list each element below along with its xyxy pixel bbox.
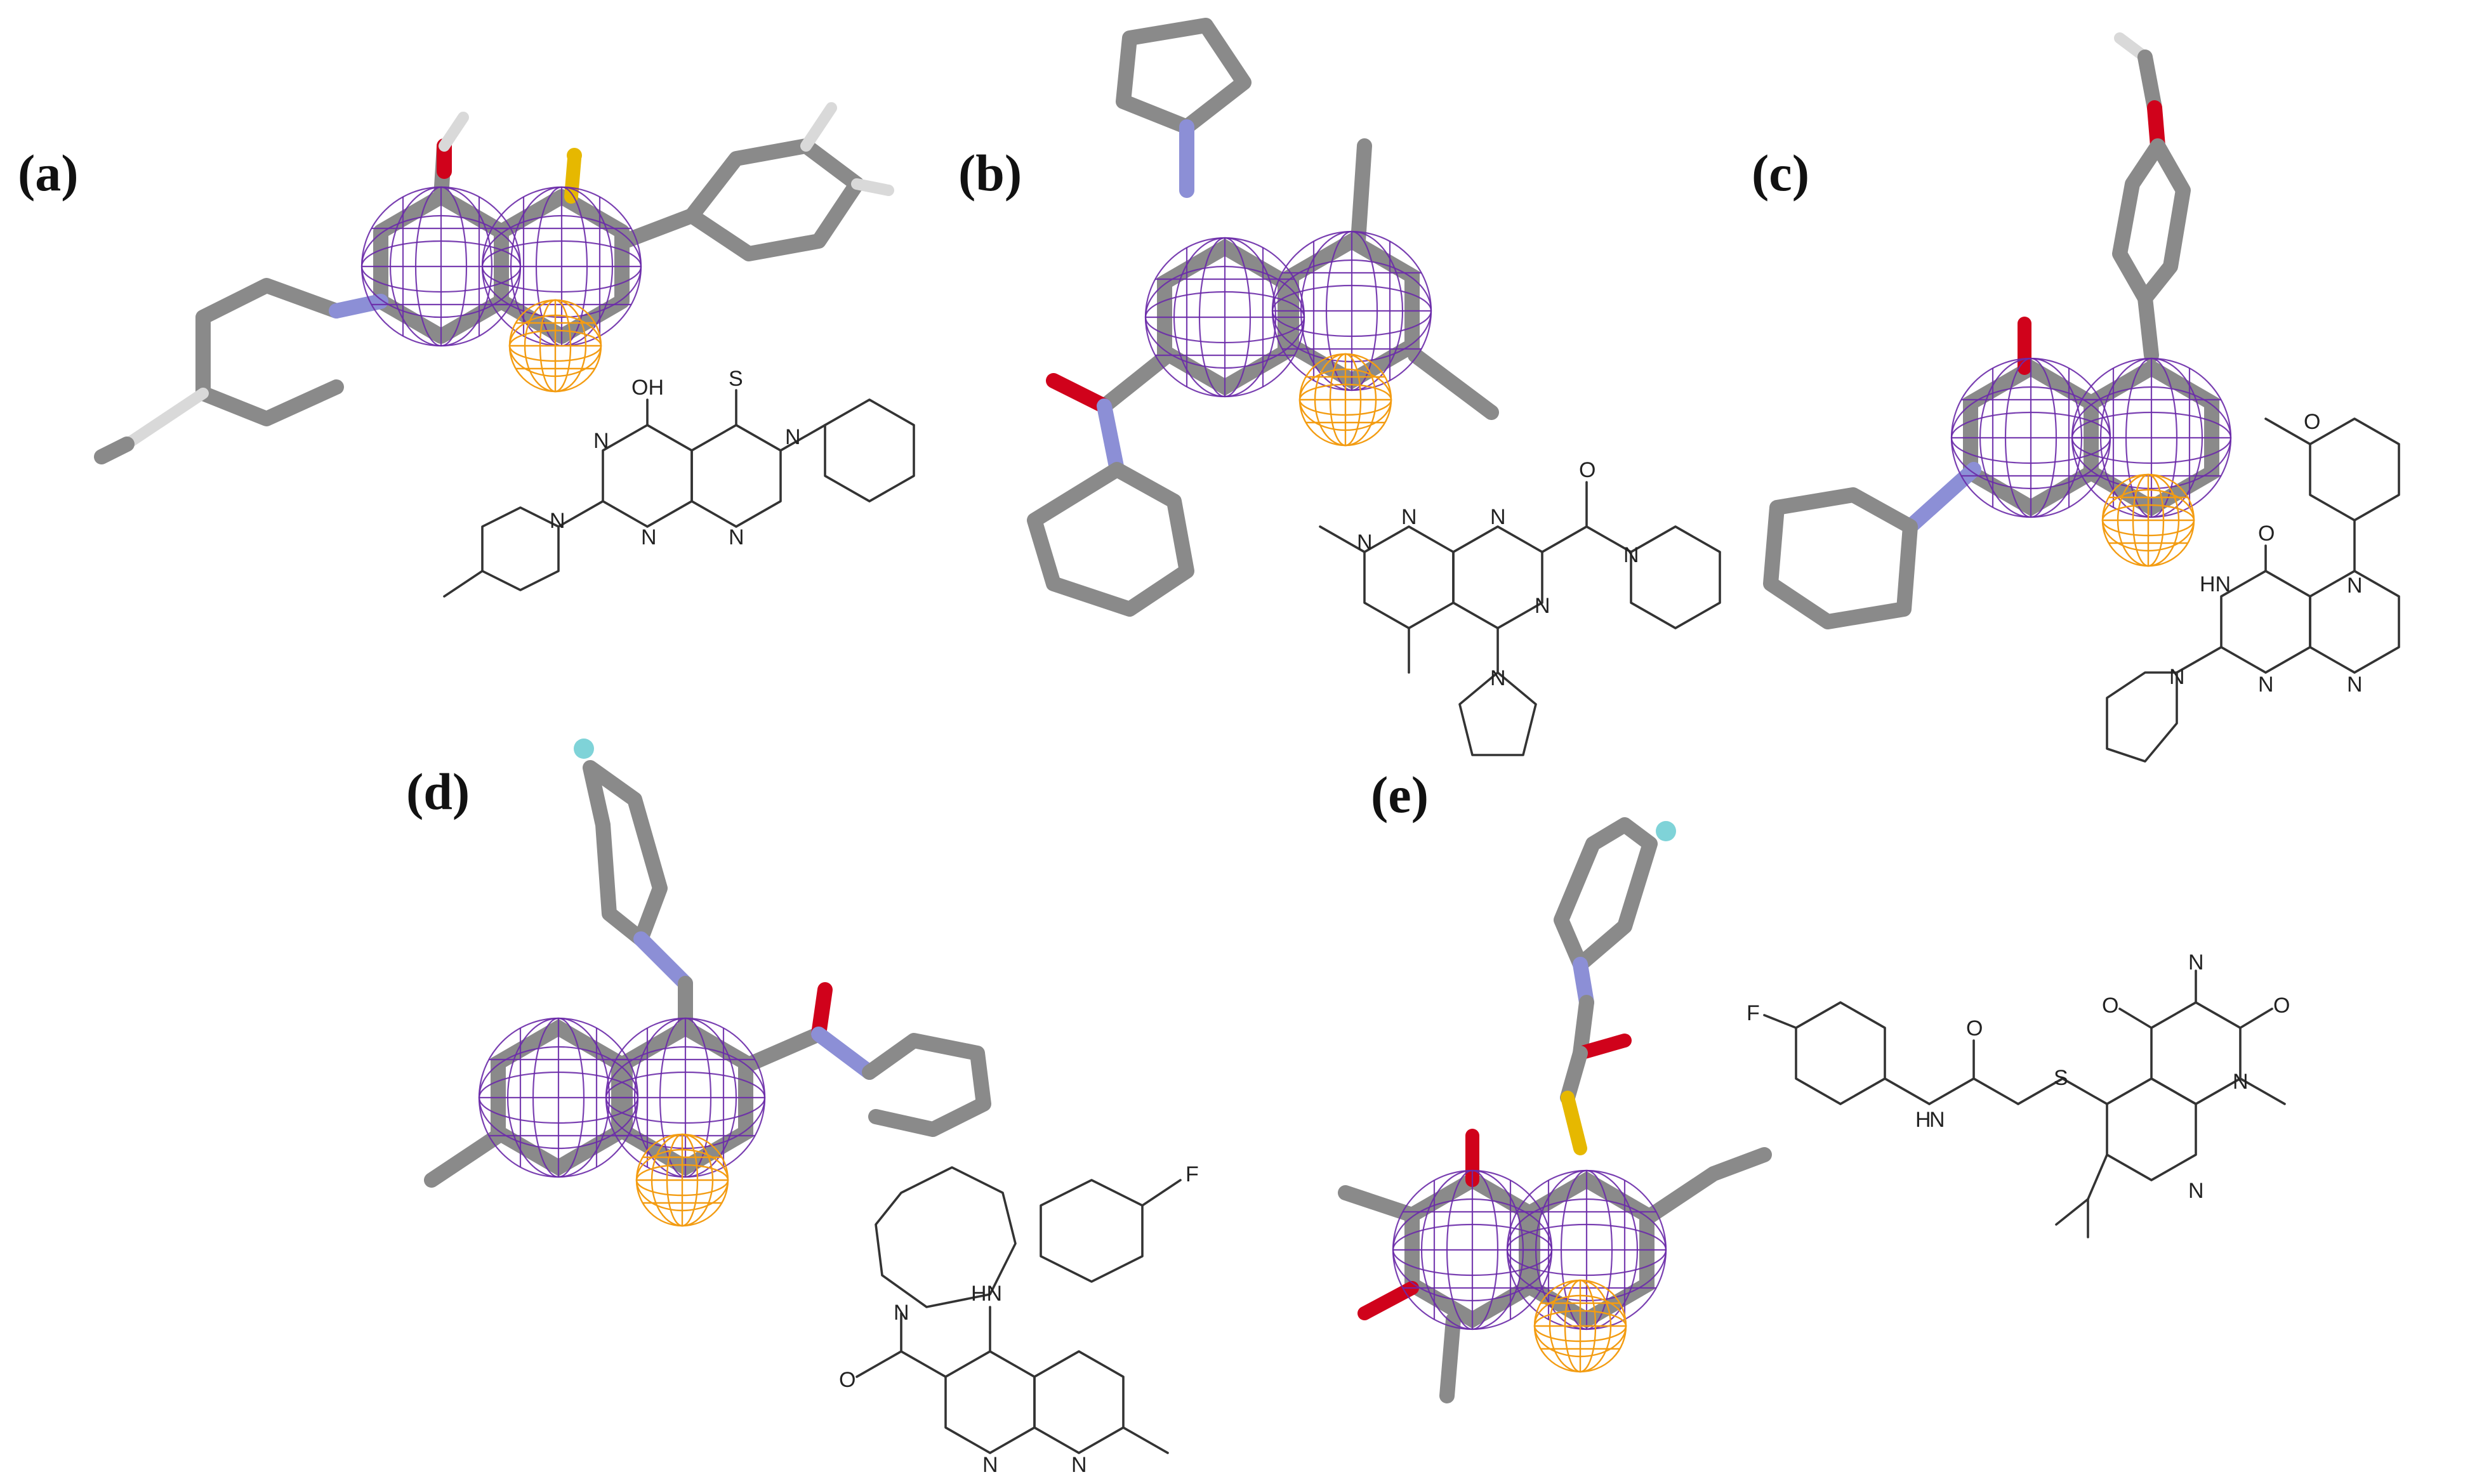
- panel-a-label: (a): [18, 144, 79, 202]
- panel-c: (c): [1752, 32, 2400, 763]
- b-n-label-4: N: [1535, 594, 1550, 618]
- c-n-label-3: N: [2347, 673, 2363, 697]
- panel-d-label: (d): [406, 763, 470, 820]
- e-n-label-2: N: [2233, 1070, 2249, 1094]
- b-n-label-2: N: [1401, 505, 1417, 529]
- a-n-label-3: N: [641, 525, 657, 549]
- panel-a: (a): [18, 102, 915, 598]
- c-n-label-1: N: [2169, 665, 2185, 689]
- e-s-label: S: [2054, 1066, 2068, 1090]
- c-hn-label: HN: [2200, 572, 2231, 596]
- d-n-azepane-label: N: [894, 1301, 909, 1325]
- e-n-label-3: N: [2188, 1179, 2204, 1203]
- a-n-label-1: N: [785, 425, 801, 449]
- panel-d: (d): [406, 739, 1199, 1477]
- panel-b-2d-structure: O N N N N N N: [1319, 458, 1721, 756]
- panel-c-2d-structure: O O HN N N N N: [2106, 410, 2400, 763]
- c-o-carbonyl-label: O: [2258, 522, 2275, 546]
- panel-a-2d-structure: OH S N N N N N: [443, 367, 915, 598]
- b-n-label-5: N: [1490, 666, 1506, 690]
- a-n-label-4: N: [729, 525, 744, 549]
- c-o-methoxy-label: O: [2304, 410, 2320, 434]
- panel-d-2d-structure: F HN N O N N: [839, 1162, 1199, 1477]
- c-n-label-4: N: [2347, 574, 2363, 598]
- panel-e: (e): [1338, 766, 2290, 1403]
- d-hn-label: HN: [971, 1282, 1002, 1306]
- panel-e-3d-model: [1338, 817, 1772, 1403]
- e-n-label-1: N: [2188, 950, 2204, 975]
- c-n-label-2: N: [2258, 673, 2274, 697]
- e-n-amide-label: N: [1929, 1108, 1945, 1132]
- a-n-label-2: N: [593, 429, 609, 453]
- a-n-label-5: N: [550, 509, 565, 533]
- panel-b-label: (b): [958, 144, 1022, 202]
- panel-d-3d-model: [424, 739, 991, 1227]
- b-n-label-6: N: [1357, 530, 1373, 555]
- b-n-label-1: N: [1623, 543, 1639, 567]
- panel-e-label: (e): [1371, 766, 1429, 824]
- e-o-amide-label: O: [1966, 1016, 1983, 1041]
- panel-c-label: (c): [1752, 144, 1809, 202]
- e-o-label-2: O: [2102, 994, 2118, 1018]
- panel-c-3d-model: [1763, 32, 2232, 629]
- d-n-label-2: N: [1071, 1453, 1087, 1477]
- d-n-label-1: N: [982, 1453, 998, 1477]
- d-f-label: F: [1186, 1162, 1199, 1186]
- b-n-label-3: N: [1490, 505, 1506, 529]
- panel-a-3d-model: [94, 102, 894, 464]
- panel-e-2d-structure: F O H N S O N O N N: [1747, 950, 2290, 1238]
- e-h-label: H: [1915, 1108, 1931, 1132]
- a-s-label: S: [729, 367, 743, 391]
- a-oh-label: OH: [631, 376, 664, 400]
- b-o-label: O: [1579, 458, 1595, 482]
- e-f-label: F: [1747, 1001, 1760, 1025]
- panel-b: (b): [958, 18, 1721, 756]
- d-o-label: O: [839, 1368, 855, 1392]
- e-o-label-3: O: [2273, 994, 2290, 1018]
- panel-b-3d-model: [1027, 18, 1499, 617]
